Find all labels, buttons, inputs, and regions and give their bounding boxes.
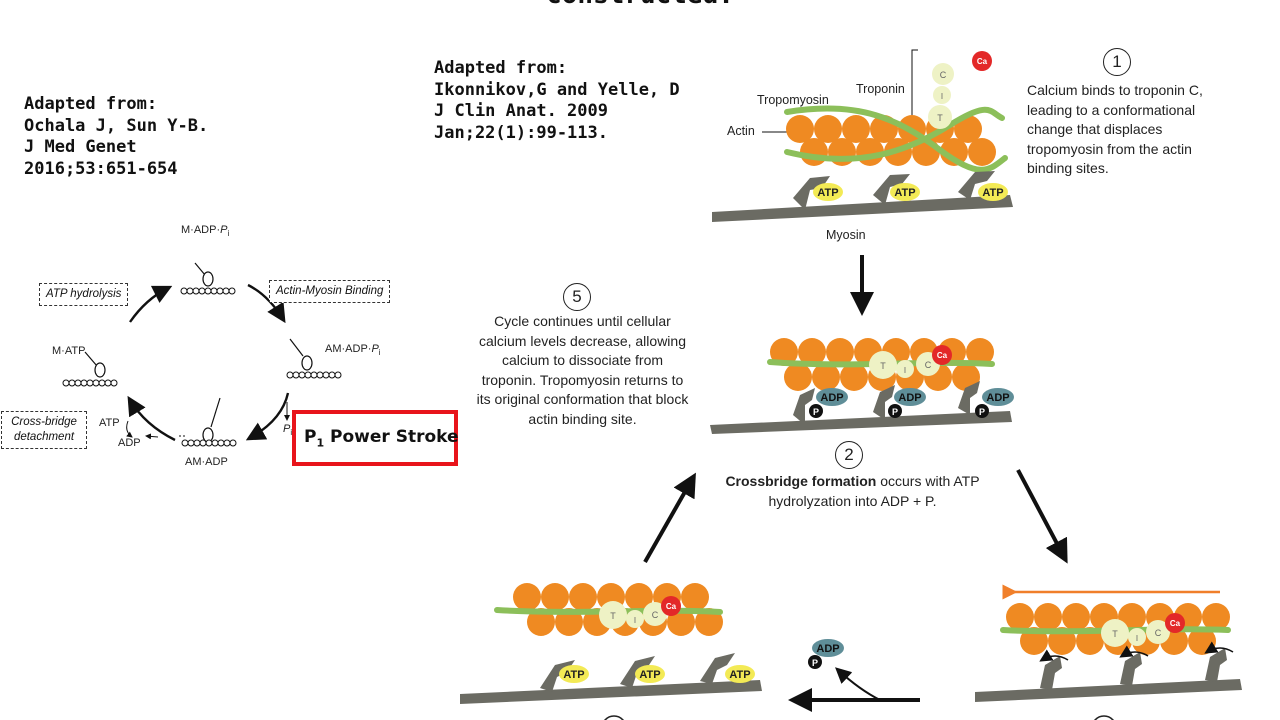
arrow-adp-out (145, 433, 159, 440)
state-left-myosin (62, 351, 118, 387)
label-tropomyosin: Tropomyosin (757, 93, 829, 107)
panel-3-troponin: T I C (1101, 619, 1170, 647)
svg-text:T: T (880, 361, 886, 371)
panel-4-atp-markers: ATP ATP ATP (559, 665, 755, 683)
state-top-myosin (180, 262, 236, 295)
arrow-right-to-bottom (245, 392, 290, 441)
arrow-bottom-to-left (127, 395, 176, 442)
step-1-number: 1 (1103, 48, 1131, 76)
svg-text:ADP: ADP (816, 643, 839, 655)
svg-text:ATP: ATP (639, 669, 660, 681)
svg-text:ADP: ADP (898, 392, 921, 404)
page-title: constructed. (0, 0, 1280, 10)
cycle-diagram: M·ADP·Pi AM·ADP·Pi M·ATP AM·ADP ATP ADP … (0, 215, 470, 475)
arrow-left-to-top (129, 285, 173, 323)
svg-text:T: T (1112, 629, 1118, 639)
arrow-step2-to-step3 (1016, 469, 1068, 564)
svg-text:I: I (634, 616, 636, 625)
svg-text:C: C (925, 360, 932, 370)
panel-3-calcium (1165, 613, 1185, 633)
svg-text:I: I (1136, 634, 1138, 643)
svg-text:C: C (1155, 628, 1162, 638)
svg-text:ATP: ATP (982, 187, 1003, 199)
label-m-atp: M·ATP (52, 345, 86, 357)
svg-text:P: P (812, 658, 818, 668)
panel-2-troponin: T I C (869, 351, 940, 379)
troponin-t-label: T (937, 113, 943, 123)
panel-1-atp-markers: ATP ATP ATP (813, 183, 1008, 201)
arrow-atp-in (126, 420, 133, 438)
panel-2-calcium (932, 345, 952, 365)
step-1-description: Calcium binds to troponin C, leading to … (1027, 82, 1203, 176)
svg-text:Ca: Ca (1170, 619, 1181, 628)
svg-text:ADP: ADP (986, 392, 1009, 404)
svg-text:P: P (892, 407, 898, 417)
panel-3-myosin-heads (1040, 648, 1227, 690)
label-pi-release: Pi (283, 423, 292, 437)
panel-2-myosin-heads (793, 381, 980, 425)
svg-text:C: C (652, 610, 659, 620)
panel-2-myosin-filament (710, 411, 1012, 434)
step-5-description: Cycle continues until cellular calcium l… (476, 313, 689, 427)
svg-text:ADP: ADP (820, 392, 843, 404)
label-myosin: Myosin (826, 228, 866, 242)
panel-4-calcium (661, 596, 681, 616)
panel-3-myosin-filament (975, 679, 1242, 702)
panel-4-troponin: T I C (599, 601, 667, 629)
step-5-number: 5 (563, 283, 591, 311)
panel-2-adp-markers: ADP ADP ADP P P P (809, 388, 1014, 418)
step-2-description: Crossbridge formation occurs with ATP hy… (725, 473, 980, 509)
label-atp-in: ATP (99, 417, 120, 429)
svg-text:P: P (979, 407, 985, 417)
label-m-adp-pi: M·ADP·Pi (181, 224, 230, 239)
svg-text:ATP: ATP (563, 669, 584, 681)
state-bottom-myosin (181, 397, 237, 447)
label-adp-out: ADP (118, 437, 141, 449)
svg-text:ATP: ATP (817, 187, 838, 199)
panel-1-calcium (972, 51, 992, 71)
panel-1-tropomyosin-b (784, 106, 1005, 162)
box-cross-bridge-detachment: Cross-bridge detachment (1, 411, 87, 449)
svg-text:T: T (610, 611, 616, 621)
panel-3: T I C Ca (975, 584, 1242, 720)
released-adp-p: ADP P (808, 639, 844, 669)
power-stroke-box: P1 Power Stroke (292, 410, 459, 466)
svg-text:Ca: Ca (666, 602, 677, 611)
label-actin: Actin (727, 124, 755, 138)
svg-text:P: P (813, 407, 819, 417)
panel-1-calcium-label: Ca (977, 57, 988, 66)
panel-1-troponin: C I T (928, 63, 954, 129)
troponin-i-label: I (941, 92, 943, 101)
svg-text:I: I (904, 366, 906, 375)
box-actin-myosin-binding: Actin-Myosin Binding (269, 280, 391, 303)
arrow-step4-to-step5 (643, 472, 696, 563)
panel-4-actin (513, 583, 723, 636)
panel-1-myosin-filament (712, 195, 1013, 222)
cycle-diagram-graphics (62, 262, 342, 447)
power-stroke-label: P1 Power Stroke (304, 427, 459, 450)
panel-1-tropomyosin-a (784, 105, 1008, 173)
box-atp-hydrolysis: ATP hydrolysis (39, 283, 129, 306)
label-am-adp-pi: AM·ADP·Pi (325, 343, 381, 358)
step-2-number: 2 (835, 441, 863, 469)
citation-left: Adapted from: Ochala J, Sun Y-B. J Med G… (24, 94, 209, 179)
label-am-adp: AM·ADP (185, 456, 228, 468)
panel-1: C I T Ca ATP ATP ATP (712, 49, 1013, 222)
troponin-c-label: C (940, 70, 947, 80)
svg-text:Ca: Ca (937, 351, 948, 360)
panel-2: T I C Ca ADP ADP ADP P P P (710, 338, 1014, 434)
panel-3-power-stroke-arrows (1039, 641, 1234, 662)
arrow-top-to-right (247, 283, 286, 324)
citation-right: Adapted from: Ikonnikov,G and Yelle, D J… (434, 58, 680, 143)
panel-4: T I C Ca ATP ATP ATP (460, 583, 762, 720)
svg-text:ATP: ATP (894, 187, 915, 199)
label-troponin: Troponin (856, 82, 905, 96)
state-right-myosin (286, 338, 342, 379)
arrow-adp-release (835, 667, 881, 701)
panel-4-myosin-filament (460, 680, 762, 704)
svg-text:ATP: ATP (729, 669, 750, 681)
